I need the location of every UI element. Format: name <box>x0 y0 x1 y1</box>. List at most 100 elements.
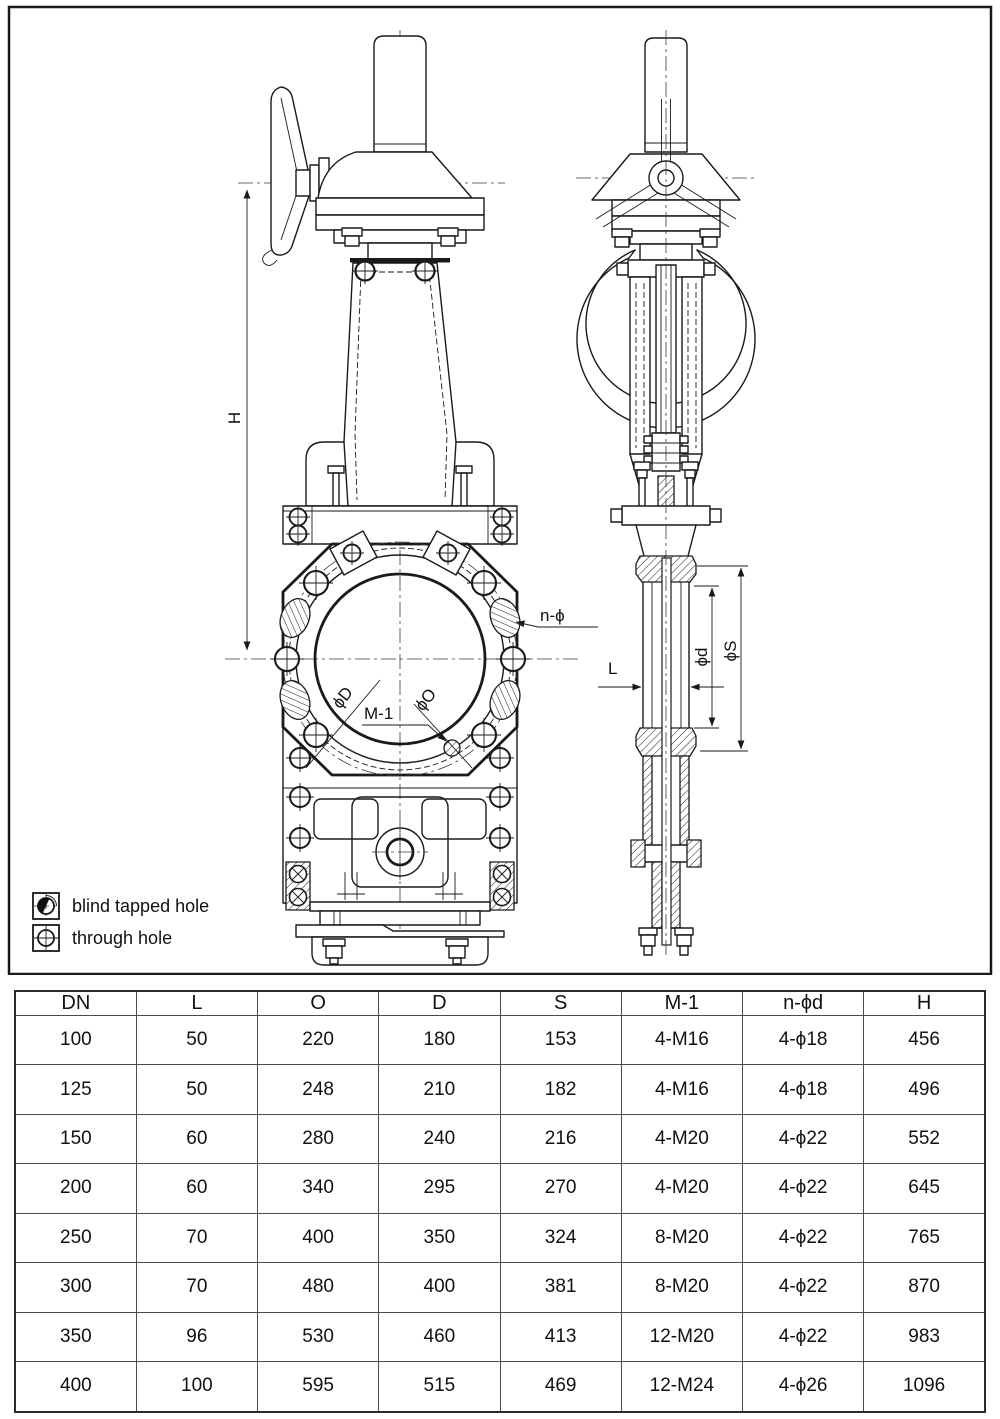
table-cell: 413 <box>499 1311 622 1362</box>
table-cell: 125 <box>14 1064 137 1115</box>
legend-label-through: through hole <box>72 928 172 948</box>
table-cell: 400 <box>378 1262 501 1313</box>
dim-label-l: L <box>608 659 617 678</box>
label-n-phi: n-ϕ <box>540 606 565 625</box>
table-cell: 4-M16 <box>620 1064 744 1115</box>
table-cell: 595 <box>256 1360 380 1413</box>
drawing-border <box>7 5 993 976</box>
table-cell: 350 <box>14 1311 137 1362</box>
dim-l: L <box>598 659 724 691</box>
table-cell: 300 <box>14 1262 137 1313</box>
table-cell: 280 <box>256 1113 380 1165</box>
table-cell: 350 <box>378 1212 501 1264</box>
column-header: n-ϕd <box>741 990 865 1016</box>
table-cell: 4-ϕ22 <box>741 1262 865 1313</box>
table-cell: 8-M20 <box>620 1212 744 1264</box>
table-cell: 100 <box>135 1360 259 1413</box>
table-cell: 60 <box>135 1113 259 1165</box>
table-cell: 381 <box>499 1262 622 1313</box>
column-header: DN <box>14 990 137 1016</box>
table-cell: 8-M20 <box>620 1262 744 1313</box>
table-cell: 4-ϕ18 <box>741 1064 865 1115</box>
table-cell: 60 <box>135 1163 259 1214</box>
table-cell: 248 <box>256 1064 380 1115</box>
table-cell: 4-M16 <box>620 1014 744 1066</box>
side-view: L ϕd ϕS <box>576 30 758 958</box>
dim-phi-d: ϕd <box>692 585 719 729</box>
table-cell: 200 <box>14 1163 137 1214</box>
table-cell: 469 <box>499 1360 622 1413</box>
table-cell: 4-ϕ22 <box>741 1212 865 1264</box>
column-header: D <box>378 990 501 1016</box>
hole-legend: blind tapped hole through hole <box>32 892 209 952</box>
table-cell: 324 <box>499 1212 622 1264</box>
table-cell: 645 <box>863 1163 986 1214</box>
table-cell: 496 <box>863 1064 986 1115</box>
table-cell: 400 <box>14 1360 137 1413</box>
table-cell: 4-M20 <box>620 1163 744 1214</box>
table-cell: 530 <box>256 1311 380 1362</box>
dim-label-h: H <box>225 412 244 424</box>
table-cell: 12-M20 <box>620 1311 744 1362</box>
table-cell: 4-ϕ22 <box>741 1113 865 1165</box>
table-cell: 150 <box>14 1113 137 1165</box>
table-cell: 70 <box>135 1262 259 1313</box>
dim-phi-s: ϕS <box>697 565 748 752</box>
column-header: H <box>863 990 986 1016</box>
table-cell: 400 <box>256 1212 380 1264</box>
table-cell: 12-M24 <box>620 1360 744 1413</box>
table-cell: 240 <box>378 1113 501 1165</box>
table-cell: 456 <box>863 1014 986 1066</box>
column-header: S <box>499 990 622 1016</box>
table-cell: 50 <box>135 1014 259 1066</box>
table-cell: 250 <box>14 1212 137 1264</box>
table-cell: 460 <box>378 1311 501 1362</box>
dim-label-phi-d: ϕd <box>692 648 711 667</box>
table-cell: 210 <box>378 1064 501 1115</box>
table-cell: 4-ϕ22 <box>741 1163 865 1214</box>
table-cell: 270 <box>499 1163 622 1214</box>
table-cell: 220 <box>256 1014 380 1066</box>
table-cell: 100 <box>14 1014 137 1066</box>
table-cell: 96 <box>135 1311 259 1362</box>
legend-label-blind-tapped: blind tapped hole <box>72 896 209 916</box>
label-m1: M-1 <box>364 704 393 723</box>
label-phi-d: ϕD <box>328 683 356 712</box>
table-cell: 870 <box>863 1262 986 1313</box>
blind-tapped-hole-icon <box>32 892 60 920</box>
table-cell: 983 <box>863 1311 986 1362</box>
table-cell: 182 <box>499 1064 622 1115</box>
table-cell: 70 <box>135 1212 259 1264</box>
table-cell: 216 <box>499 1113 622 1165</box>
dim-label-phi-s: ϕS <box>721 641 740 662</box>
column-header: O <box>256 990 380 1016</box>
column-header: M-1 <box>620 990 744 1016</box>
table-cell: 180 <box>378 1014 501 1066</box>
table-cell: 552 <box>863 1113 986 1165</box>
through-hole-icon <box>32 924 60 952</box>
table-cell: 4-ϕ26 <box>741 1360 865 1413</box>
dim-h: H <box>225 189 251 651</box>
label-phi-o: ϕO <box>411 685 440 715</box>
table-cell: 340 <box>256 1163 380 1214</box>
table-cell: 50 <box>135 1064 259 1115</box>
front-view: H n-ϕ ϕD ϕO M-1 <box>225 30 598 966</box>
table-cell: 4-M20 <box>620 1113 744 1165</box>
column-header: L <box>135 990 259 1016</box>
table-cell: 153 <box>499 1014 622 1066</box>
table-cell: 4-ϕ18 <box>741 1014 865 1066</box>
table-cell: 765 <box>863 1212 986 1264</box>
valve-technical-drawing: H n-ϕ ϕD ϕO M-1 <box>7 5 993 976</box>
table-cell: 515 <box>378 1360 501 1413</box>
